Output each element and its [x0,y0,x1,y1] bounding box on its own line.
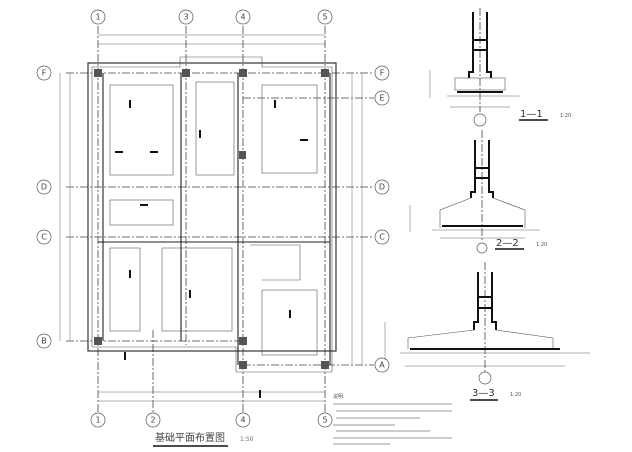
axis-bubble-bottom-1: 1 [90,412,106,428]
axis-bubble-top-3: 3 [178,9,194,25]
axis-bubble-left-F: F [36,65,52,81]
svg-text:C: C [41,233,47,242]
dimension-lines [59,34,363,402]
svg-text:C: C [379,233,385,242]
axis-bubble-right-D: D [374,179,390,195]
axis-bubble-right-A: A [374,357,390,373]
svg-text:D: D [379,183,385,192]
section-1-1: 1—1 1:20 [429,8,571,127]
notes-block: 说明: [333,393,452,445]
grid-axes [66,26,374,412]
svg-text:D: D [41,183,47,192]
axis-bubble-left-C: C [36,229,52,245]
svg-text:1: 1 [95,13,100,22]
axis-bubble-bottom-4: 4 [235,412,251,428]
section-3-3: 3—3 1:20 [384,262,590,401]
axis-bubble-bottom-5: 5 [317,412,333,428]
section-1-1-scale: 1:20 [560,113,571,119]
svg-text:F: F [380,69,385,78]
plan-scale: 1:50 [240,436,254,443]
svg-text:F: F [42,69,47,78]
section-1-1-label: 1—1 [520,109,543,120]
svg-text:1: 1 [95,416,100,425]
section-2-2-label: 2—2 [496,238,519,249]
foundation-outline [87,56,337,373]
section-3-3-scale: 1:20 [510,392,521,398]
svg-text:5: 5 [322,416,327,425]
axis-bubble-right-E: E [374,90,390,106]
svg-text:3: 3 [183,13,188,22]
plan-title: 基础平面布置图 [155,431,225,444]
section-2-2: 2—2 1:20 [409,130,547,254]
svg-text:4: 4 [240,13,245,22]
axis-bubble-top-1: 1 [90,9,106,25]
section-cut-marks [115,100,308,398]
axis-bubble-right-C: C [374,229,390,245]
columns [94,69,329,369]
notes-heading: 说明: [333,393,345,400]
section-2-2-scale: 1:20 [536,242,547,248]
svg-text:E: E [379,94,384,103]
section-3-3-label: 3—3 [472,388,495,399]
svg-text:5: 5 [322,13,327,22]
axis-bubble-bottom-2: 2 [145,412,161,428]
svg-text:B: B [41,337,47,346]
svg-text:A: A [379,361,385,370]
axis-bubble-top-5: 5 [317,9,333,25]
axis-bubble-left-B: B [36,333,52,349]
svg-text:2: 2 [150,416,155,425]
axis-bubble-top-4: 4 [235,9,251,25]
axis-bubble-left-D: D [36,179,52,195]
axis-bubble-right-F: F [374,65,390,81]
svg-text:4: 4 [240,416,245,425]
